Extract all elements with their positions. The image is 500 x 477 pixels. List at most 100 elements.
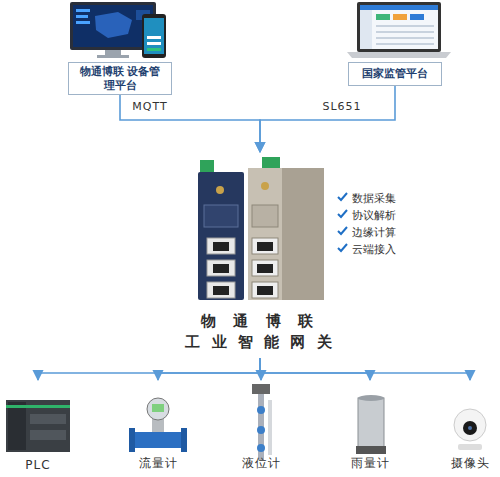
screen-header <box>360 5 438 10</box>
rain-cylinder <box>358 398 384 448</box>
meter-display <box>152 404 164 412</box>
check-mark <box>338 244 347 251</box>
device-node: PLC <box>3 380 73 474</box>
platform-box: 国家监管平台 <box>348 62 442 86</box>
connector-line <box>38 358 260 380</box>
device-node: 雨量计 <box>335 380 405 474</box>
gauge-float <box>257 426 265 434</box>
plc-body <box>6 400 70 452</box>
port-socket <box>213 286 229 295</box>
node-label: 摄像头 <box>451 455 490 472</box>
plc-terminals <box>30 430 66 440</box>
camera-dome <box>454 409 486 441</box>
camera-base <box>458 444 482 450</box>
ethernet-port <box>207 238 235 254</box>
gauge-tube <box>268 400 272 455</box>
connector-line <box>260 358 370 380</box>
camera-lens <box>463 421 477 435</box>
node-label: 国家监管平台 <box>362 67 428 81</box>
meter-pipe <box>132 432 184 448</box>
meter-head <box>147 398 169 420</box>
feature-item: 协议解析 <box>352 208 396 223</box>
plc-strip <box>6 405 70 408</box>
screen-row <box>376 37 434 39</box>
phone-field <box>147 36 161 39</box>
screen-card <box>376 14 390 20</box>
check-mark <box>338 193 347 200</box>
gauge-float <box>257 406 265 414</box>
phone-body <box>142 14 166 58</box>
product-title: 物 通 博 联 <box>201 311 319 333</box>
connector-line <box>158 358 260 380</box>
feature-item: 边缘计算 <box>352 225 396 240</box>
monitor-screen <box>73 5 153 47</box>
screen-card <box>393 14 407 20</box>
gauge-float <box>257 444 265 452</box>
screen-bar <box>76 21 90 24</box>
terminal-block <box>200 160 214 172</box>
pipe-flange <box>181 428 187 452</box>
plc-module <box>8 402 26 450</box>
device-node: 液位计 <box>226 380 296 474</box>
phone-button <box>147 48 161 51</box>
node-label: PLC <box>25 458 50 472</box>
port-socket <box>257 264 273 273</box>
protocol-label: SL651 <box>322 100 361 113</box>
port-socket <box>257 242 273 251</box>
rain-base <box>356 446 386 454</box>
terminal-block <box>262 157 280 169</box>
monitor-base <box>97 55 129 58</box>
screen-bar <box>76 15 88 18</box>
ethernet-port <box>207 282 235 298</box>
node-label: 雨量计 <box>351 455 390 472</box>
screen-row <box>376 25 434 27</box>
connector-line <box>260 358 261 380</box>
screen-bar <box>76 9 90 12</box>
gateway-unit <box>198 172 244 300</box>
pipe-flange <box>129 428 135 452</box>
indicator-panel <box>204 205 238 227</box>
indicator-panel <box>252 205 278 227</box>
screen-sidebar <box>360 10 372 49</box>
antenna-port <box>216 186 224 194</box>
protocol-label: MQTT <box>132 100 167 113</box>
laptop-frame <box>357 2 441 52</box>
port-socket <box>213 242 229 251</box>
screen-card <box>410 14 424 20</box>
monitor-stand <box>105 50 121 55</box>
feature-item: 数据采集 <box>352 191 396 206</box>
connector-line <box>260 358 470 380</box>
gateway-front <box>248 168 282 300</box>
node-label: 流量计 <box>139 455 178 472</box>
node-label: 液位计 <box>242 455 281 472</box>
phone-screen <box>144 18 164 54</box>
connector-line <box>120 95 260 152</box>
platform-box: 物通博联 设备管理平台 <box>68 62 172 95</box>
feature-item: 云端接入 <box>352 242 396 257</box>
device-node: 摄像头 <box>440 380 500 474</box>
lens-glint <box>468 426 472 430</box>
ethernet-port <box>252 260 278 276</box>
laptop-screen <box>360 5 438 49</box>
gauge-head <box>252 384 270 394</box>
screen-row <box>376 43 434 45</box>
port-socket <box>257 286 273 295</box>
port-socket <box>213 264 229 273</box>
connector-line <box>260 86 395 152</box>
node-label: 物通博联 设备管理平台 <box>75 65 165 92</box>
antenna-port <box>261 182 269 190</box>
product-title: 工 业 智 能 网 关 <box>185 332 334 354</box>
gauge-rod <box>258 394 264 460</box>
ethernet-port <box>252 238 278 254</box>
phone-field <box>147 42 161 45</box>
rain-rim <box>358 395 384 401</box>
check-mark <box>338 227 347 234</box>
check-mark <box>338 210 347 217</box>
ethernet-port <box>252 282 278 298</box>
laptop-base <box>347 52 451 58</box>
plc-terminals <box>30 414 66 424</box>
gateway-unit <box>248 168 324 300</box>
screen-row <box>376 31 434 33</box>
